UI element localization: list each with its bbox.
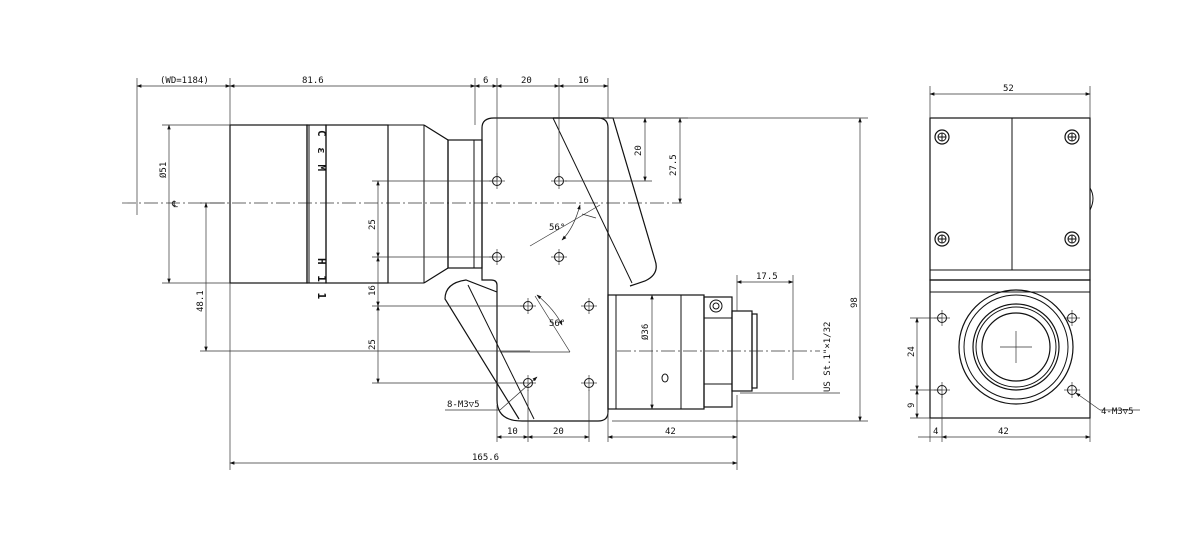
dim-20-bot: 20 [553,427,564,437]
camera-module-bottom [607,294,820,410]
side-view: 52 24 9 4 42 4-M3▽5 [907,84,1140,442]
front-view: C ε M H 1 1 [122,76,868,470]
lens-brand-text: C ε M [315,130,328,173]
dim-52: 52 [1003,84,1014,94]
dim-25-a: 25 [368,219,378,230]
dim-6: 6 [483,76,488,86]
angle-label-lower: 56° [549,319,565,329]
dimensions-left: Ø51 ℄ 48.1 25 16 25 [158,124,530,384]
dimensions-right: 20 27.5 98 [565,117,868,422]
dim-17-5: 17.5 [756,272,778,282]
side-screws-top [934,129,1080,247]
side-camera-body [929,117,1091,281]
holes-callout-left: 8-M3▽5 [447,400,480,410]
dim-42-bot: 42 [665,427,676,437]
us-thread-label: US St.1"×1/32 [823,322,833,392]
dim-42-side: 42 [998,427,1009,437]
prism-housing: 56° 56° [444,117,657,422]
dim-16-left: 16 [368,285,378,296]
dim-10: 10 [507,427,518,437]
dimensions-camera: Ø36 17.5 US St.1"×1/32 [640,272,840,410]
dim-24: 24 [907,346,917,357]
dim-98: 98 [850,297,860,308]
dim-20-right: 20 [634,145,644,156]
dim-20-top: 20 [521,76,532,86]
dimensions-bottom: 10 20 42 165.6 8-M3▽5 [229,283,738,470]
angle-label-upper: 56° [549,223,565,233]
side-dimensions: 52 24 9 4 42 4-M3▽5 [907,84,1140,442]
dim-phi36: Ø36 [640,324,651,340]
side-prism-block [929,279,1091,419]
side-lens-mount [958,289,1074,405]
dim-9: 9 [907,403,917,408]
dim-81-6: 81.6 [302,76,324,86]
dim-48-1: 48.1 [196,290,206,312]
lens-barrel: C ε M H 1 1 [229,124,483,301]
mounting-holes-front [489,173,597,391]
dim-wd: (WD=1184) [160,76,209,86]
dim-27-5: 27.5 [669,154,679,176]
dim-16-top: 16 [578,76,589,86]
lens-model-text: H 1 1 [315,258,328,301]
dim-165-6: 165.6 [472,453,499,463]
dim-4: 4 [933,427,938,437]
dimensions-top: (WD=1184) 81.6 6 20 16 [136,76,609,215]
dim-phi51: Ø51 [158,162,169,178]
lens-zero-mark [661,373,669,383]
dim-25-b: 25 [368,339,378,350]
holes-callout-right: 4-M3▽5 [1101,407,1134,417]
centerline-symbol: ℄ [171,200,178,210]
